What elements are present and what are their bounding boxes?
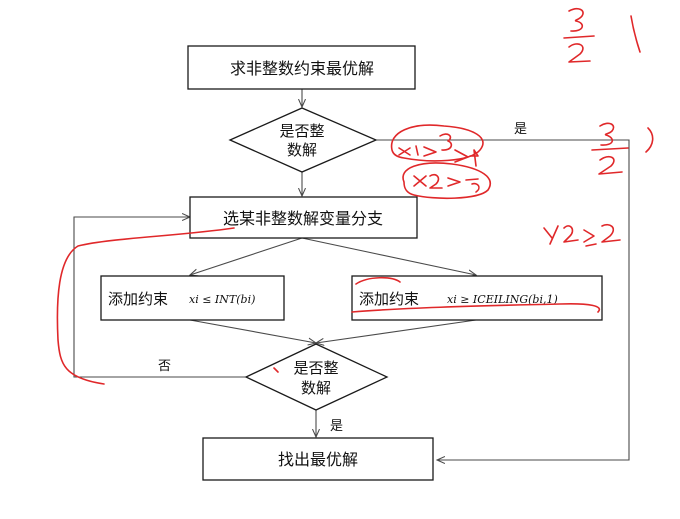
node-end-label: 找出最优解 — [278, 450, 358, 469]
node-check1-label-line2: 数解 — [287, 141, 317, 159]
node-left-constraint-cn: 添加约束 — [108, 290, 168, 308]
node-right-constraint-math: xi ≥ ICEILING(bi,1) — [447, 293, 558, 306]
node-start: 求非整数约束最优解 — [187, 45, 416, 90]
edge-branch-to-left — [190, 237, 303, 275]
node-end: 找出最优解 — [202, 437, 434, 481]
node-check1: 是否整 数解 — [228, 107, 378, 173]
ink-highlight-right-constraint — [355, 276, 401, 285]
edge-label-yes-bottom: 是 — [330, 419, 343, 434]
node-check2-label-line1: 是否整 — [293, 359, 338, 377]
ink-scribble-x1-lower — [454, 149, 479, 167]
ink-scribble-x2-text — [413, 173, 480, 193]
ink-fraction-top-2 — [568, 43, 591, 63]
ink-right-paren — [645, 127, 654, 153]
edge-left-to-check2 — [189, 319, 316, 343]
edge-right-to-check2 — [316, 319, 477, 343]
node-left-constraint: 添加约束 xi ≤ INT(bi) — [100, 275, 285, 321]
node-left-constraint-math: xi ≤ INT(bi) — [189, 293, 255, 306]
node-right-constraint-cn: 添加约束 — [359, 290, 419, 308]
ink-fraction-top-bar — [563, 35, 595, 39]
node-branch-label: 选某非整数解变量分支 — [223, 209, 383, 228]
ink-underline-right-constraint — [351, 303, 601, 313]
node-check1-label-line1: 是否整 — [279, 122, 324, 140]
ink-y2-label — [543, 223, 621, 247]
node-start-label: 求非整数约束最优解 — [230, 59, 374, 78]
ink-scribble-x1-text — [398, 133, 453, 157]
node-check2: 是否整 数解 — [244, 343, 389, 411]
node-check2-label-line2: 数解 — [301, 379, 331, 397]
edge-check1-yes-to-end — [376, 139, 630, 460]
ink-fraction-right-bar — [591, 147, 629, 151]
node-branch: 选某非整数解变量分支 — [189, 196, 418, 239]
ink-small-tick — [273, 367, 279, 373]
edge-label-no-left: 否 — [158, 359, 171, 374]
edge-branch-to-right — [301, 237, 476, 275]
ink-scribble-x2-loop — [402, 162, 491, 200]
ink-fraction-top-3 — [568, 8, 584, 32]
connectors — [73, 89, 630, 460]
handwritten-annotations — [56, 8, 654, 385]
ink-fraction-right-2 — [598, 155, 623, 175]
edge-label-yes-top: 是 — [514, 122, 527, 137]
edge-check2-no-to-branch — [73, 217, 246, 378]
ink-scribble-x1-upper — [390, 124, 484, 162]
node-right-constraint: 添加约束 xi ≥ ICEILING(bi,1) — [351, 275, 603, 321]
ink-left-loop — [56, 227, 235, 385]
ink-fraction-right-3 — [599, 122, 615, 146]
ink-one — [630, 15, 641, 53]
